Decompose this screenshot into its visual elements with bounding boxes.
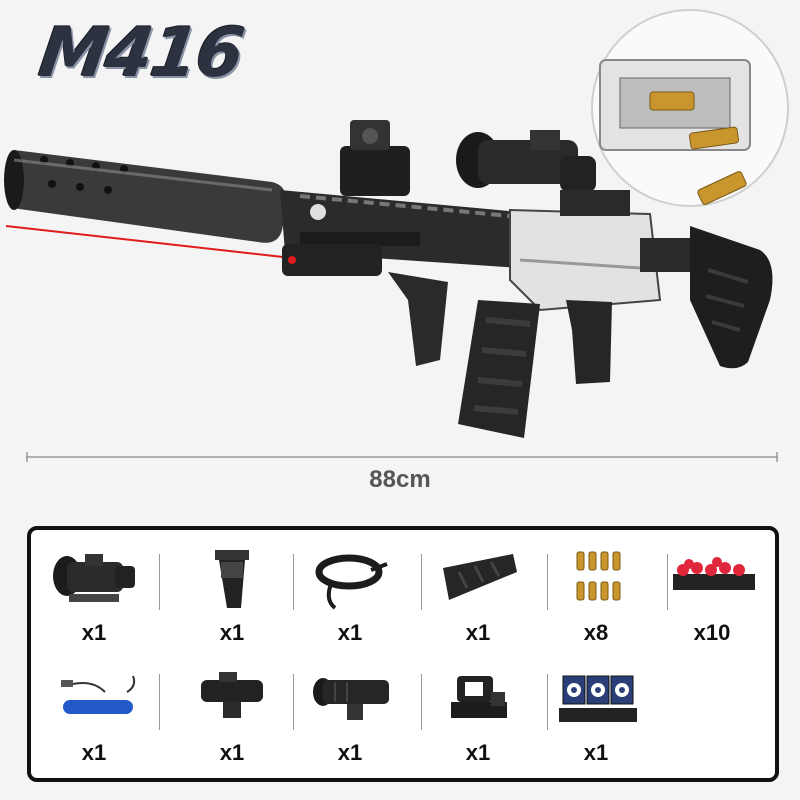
grip-icon [215, 550, 249, 608]
magazine-icon [443, 554, 517, 600]
accessory-qty: x1 [81, 620, 107, 645]
accessory-qty: x1 [465, 620, 491, 645]
accessory-scope: x1 [35, 540, 153, 652]
stock [640, 226, 773, 369]
target-icon [559, 675, 637, 722]
scope-on-rail [456, 130, 596, 192]
magazine-on-blaster [458, 300, 540, 438]
accessory-sling: x1 [291, 540, 409, 652]
accessories-panel: x1 x1 x1 [27, 526, 779, 782]
dimension-label: 88cm [369, 466, 431, 493]
accessory-grip: x1 [173, 540, 291, 652]
accessory-target: x1 [537, 660, 655, 772]
dart-icon [673, 557, 755, 590]
blaster-illustration [4, 9, 789, 438]
accessory-qty: x1 [583, 740, 609, 765]
accessory-qty: x1 [337, 620, 363, 645]
flashlight-icon [313, 678, 389, 720]
accessory-qty: x1 [465, 740, 491, 765]
accessories-row-2: x1 x1 x1 [31, 660, 775, 778]
accessory-qty: x1 [219, 740, 245, 765]
scope-icon [53, 554, 135, 602]
accessory-qty: x1 [219, 620, 245, 645]
accessory-qty: x10 [693, 620, 731, 645]
receiver [509, 190, 662, 312]
pistol-grip [566, 300, 612, 384]
accessory-flashlight: x1 [291, 660, 409, 772]
accessory-laser-sight: x1 [173, 660, 291, 772]
shell-inset [591, 9, 789, 207]
accessory-shells: x8 [537, 540, 655, 652]
foregrip [388, 272, 448, 366]
red-dot-sight-icon [451, 676, 507, 718]
accessories-row-1: x1 x1 x1 [31, 540, 775, 658]
accessory-qty: x1 [337, 740, 363, 765]
accessory-magazine: x1 [419, 540, 537, 652]
accessory-qty: x1 [81, 740, 107, 765]
shell-icon [576, 551, 621, 601]
accessory-qty: x8 [583, 620, 609, 645]
suppressor [4, 150, 287, 243]
accessory-usb-charger: x1 [35, 660, 153, 772]
laser-sight-icon [201, 672, 263, 718]
accessory-red-dot-sight: x1 [419, 660, 537, 772]
sling-icon [315, 554, 388, 610]
red-dot-on-rail [340, 120, 410, 196]
dimension-line [26, 452, 778, 462]
laser-beam [5, 225, 293, 259]
accessory-soft-darts: x10 [653, 540, 771, 652]
usb-cable-icon [61, 675, 136, 714]
